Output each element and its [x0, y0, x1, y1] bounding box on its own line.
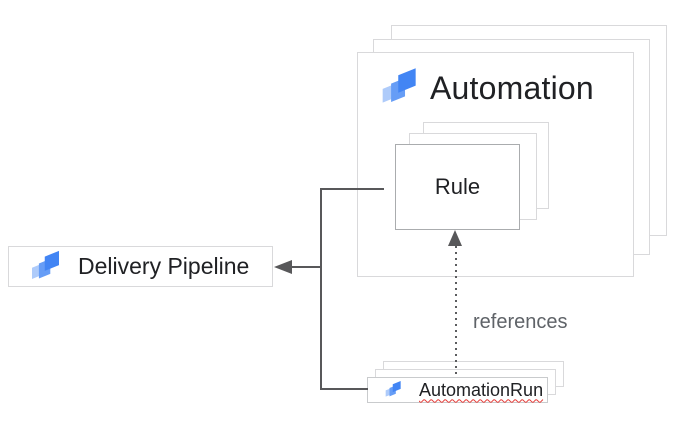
- connector-bottom-line: [320, 388, 368, 390]
- rule-label: Rule: [434, 174, 481, 199]
- automation-label: Automation: [430, 69, 594, 106]
- cloud-deploy-icon: [385, 381, 401, 397]
- cloud-deploy-icon: [32, 250, 59, 279]
- delivery-pipeline-label: Delivery Pipeline: [78, 253, 250, 279]
- automation-run-label: AutomationRun: [419, 379, 544, 400]
- automation-run-box: AutomationRun: [367, 377, 548, 403]
- rule-box: Rule: [395, 144, 520, 230]
- arrowhead-left-icon: [274, 260, 292, 274]
- references-label: references: [473, 311, 568, 333]
- arrowhead-up-icon: [448, 230, 462, 246]
- connector-arrow-line: [291, 266, 321, 268]
- automation-header: Automation: [379, 66, 594, 110]
- delivery-pipeline-box: Delivery Pipeline: [8, 246, 273, 287]
- connector-top-line: [320, 188, 384, 190]
- references-dotted-line: [455, 246, 457, 377]
- connector-vertical-line: [320, 188, 322, 390]
- cloud-deploy-icon: [382, 68, 416, 103]
